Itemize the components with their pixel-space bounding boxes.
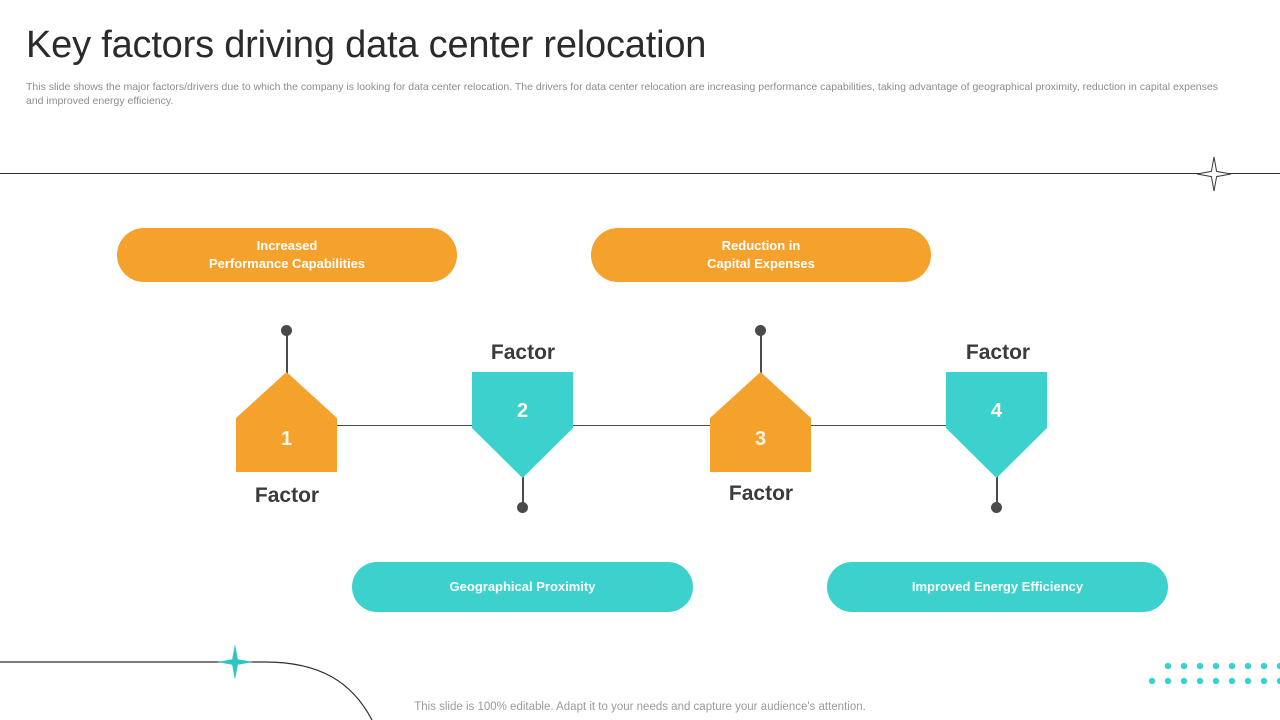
timeline-segment bbox=[336, 425, 473, 427]
timeline-marker-2[interactable]: 2 bbox=[472, 372, 573, 478]
timeline-segment bbox=[572, 425, 710, 427]
marker-caption-1: Factor bbox=[254, 484, 320, 507]
marker-caption-4: Factor bbox=[965, 341, 1031, 364]
marker-number: 4 bbox=[990, 400, 1003, 422]
marker-stem bbox=[760, 332, 762, 374]
marker-caption-3: Factor bbox=[728, 482, 794, 505]
marker-dot bbox=[991, 502, 1002, 513]
marker-stem bbox=[996, 476, 998, 508]
four-point-star-outline-icon bbox=[1196, 156, 1232, 192]
marker-dot bbox=[755, 325, 766, 336]
factor-card-line1: Reduction in bbox=[721, 238, 801, 253]
timeline-marker-3[interactable]: 3 bbox=[710, 372, 811, 472]
factor-card-increased-performance[interactable]: Increased Performance Capabilities bbox=[117, 228, 457, 282]
factor-card-text: Reduction in Capital Expenses bbox=[707, 237, 815, 273]
factor-card-line1: Increased bbox=[256, 238, 318, 253]
marker-number: 2 bbox=[516, 400, 529, 422]
marker-dot bbox=[281, 325, 292, 336]
pentagon-up-shape bbox=[710, 372, 811, 472]
marker-stem bbox=[286, 332, 288, 374]
timeline-marker-4[interactable]: 4 bbox=[946, 372, 1047, 478]
marker-dot bbox=[517, 502, 528, 513]
decorative-dot-grid bbox=[1148, 662, 1280, 685]
factor-card-text: Increased Performance Capabilities bbox=[209, 237, 365, 273]
factor-card-line2: Performance Capabilities bbox=[208, 256, 366, 271]
footer-note: This slide is 100% editable. Adapt it to… bbox=[414, 701, 866, 713]
marker-stem bbox=[522, 476, 524, 508]
timeline-segment bbox=[811, 425, 947, 427]
pentagon-down-shape bbox=[946, 372, 1047, 478]
marker-number: 1 bbox=[280, 428, 293, 450]
factor-card-line1: Geographical Proximity bbox=[449, 579, 596, 594]
page-title: Key factors driving data center relocati… bbox=[26, 24, 707, 66]
factor-card-geographical-proximity[interactable]: Geographical Proximity bbox=[352, 562, 693, 612]
factor-card-line2: Capital Expenses bbox=[707, 256, 815, 271]
header-divider bbox=[0, 173, 1280, 174]
pentagon-up-shape bbox=[236, 372, 337, 472]
decorative-curve bbox=[0, 661, 373, 720]
marker-caption-2: Factor bbox=[490, 341, 556, 364]
timeline-marker-1[interactable]: 1 bbox=[236, 372, 337, 472]
factor-card-reduction-capital-expenses[interactable]: Reduction in Capital Expenses bbox=[591, 228, 931, 282]
factor-card-line1: Improved Energy Efficiency bbox=[911, 579, 1084, 594]
pentagon-down-shape bbox=[472, 372, 573, 478]
page-subtitle: This slide shows the major factors/drive… bbox=[26, 81, 1218, 107]
four-point-star-filled-icon bbox=[217, 644, 253, 680]
marker-number: 3 bbox=[754, 428, 767, 450]
factor-card-improved-energy-efficiency[interactable]: Improved Energy Efficiency bbox=[827, 562, 1168, 612]
